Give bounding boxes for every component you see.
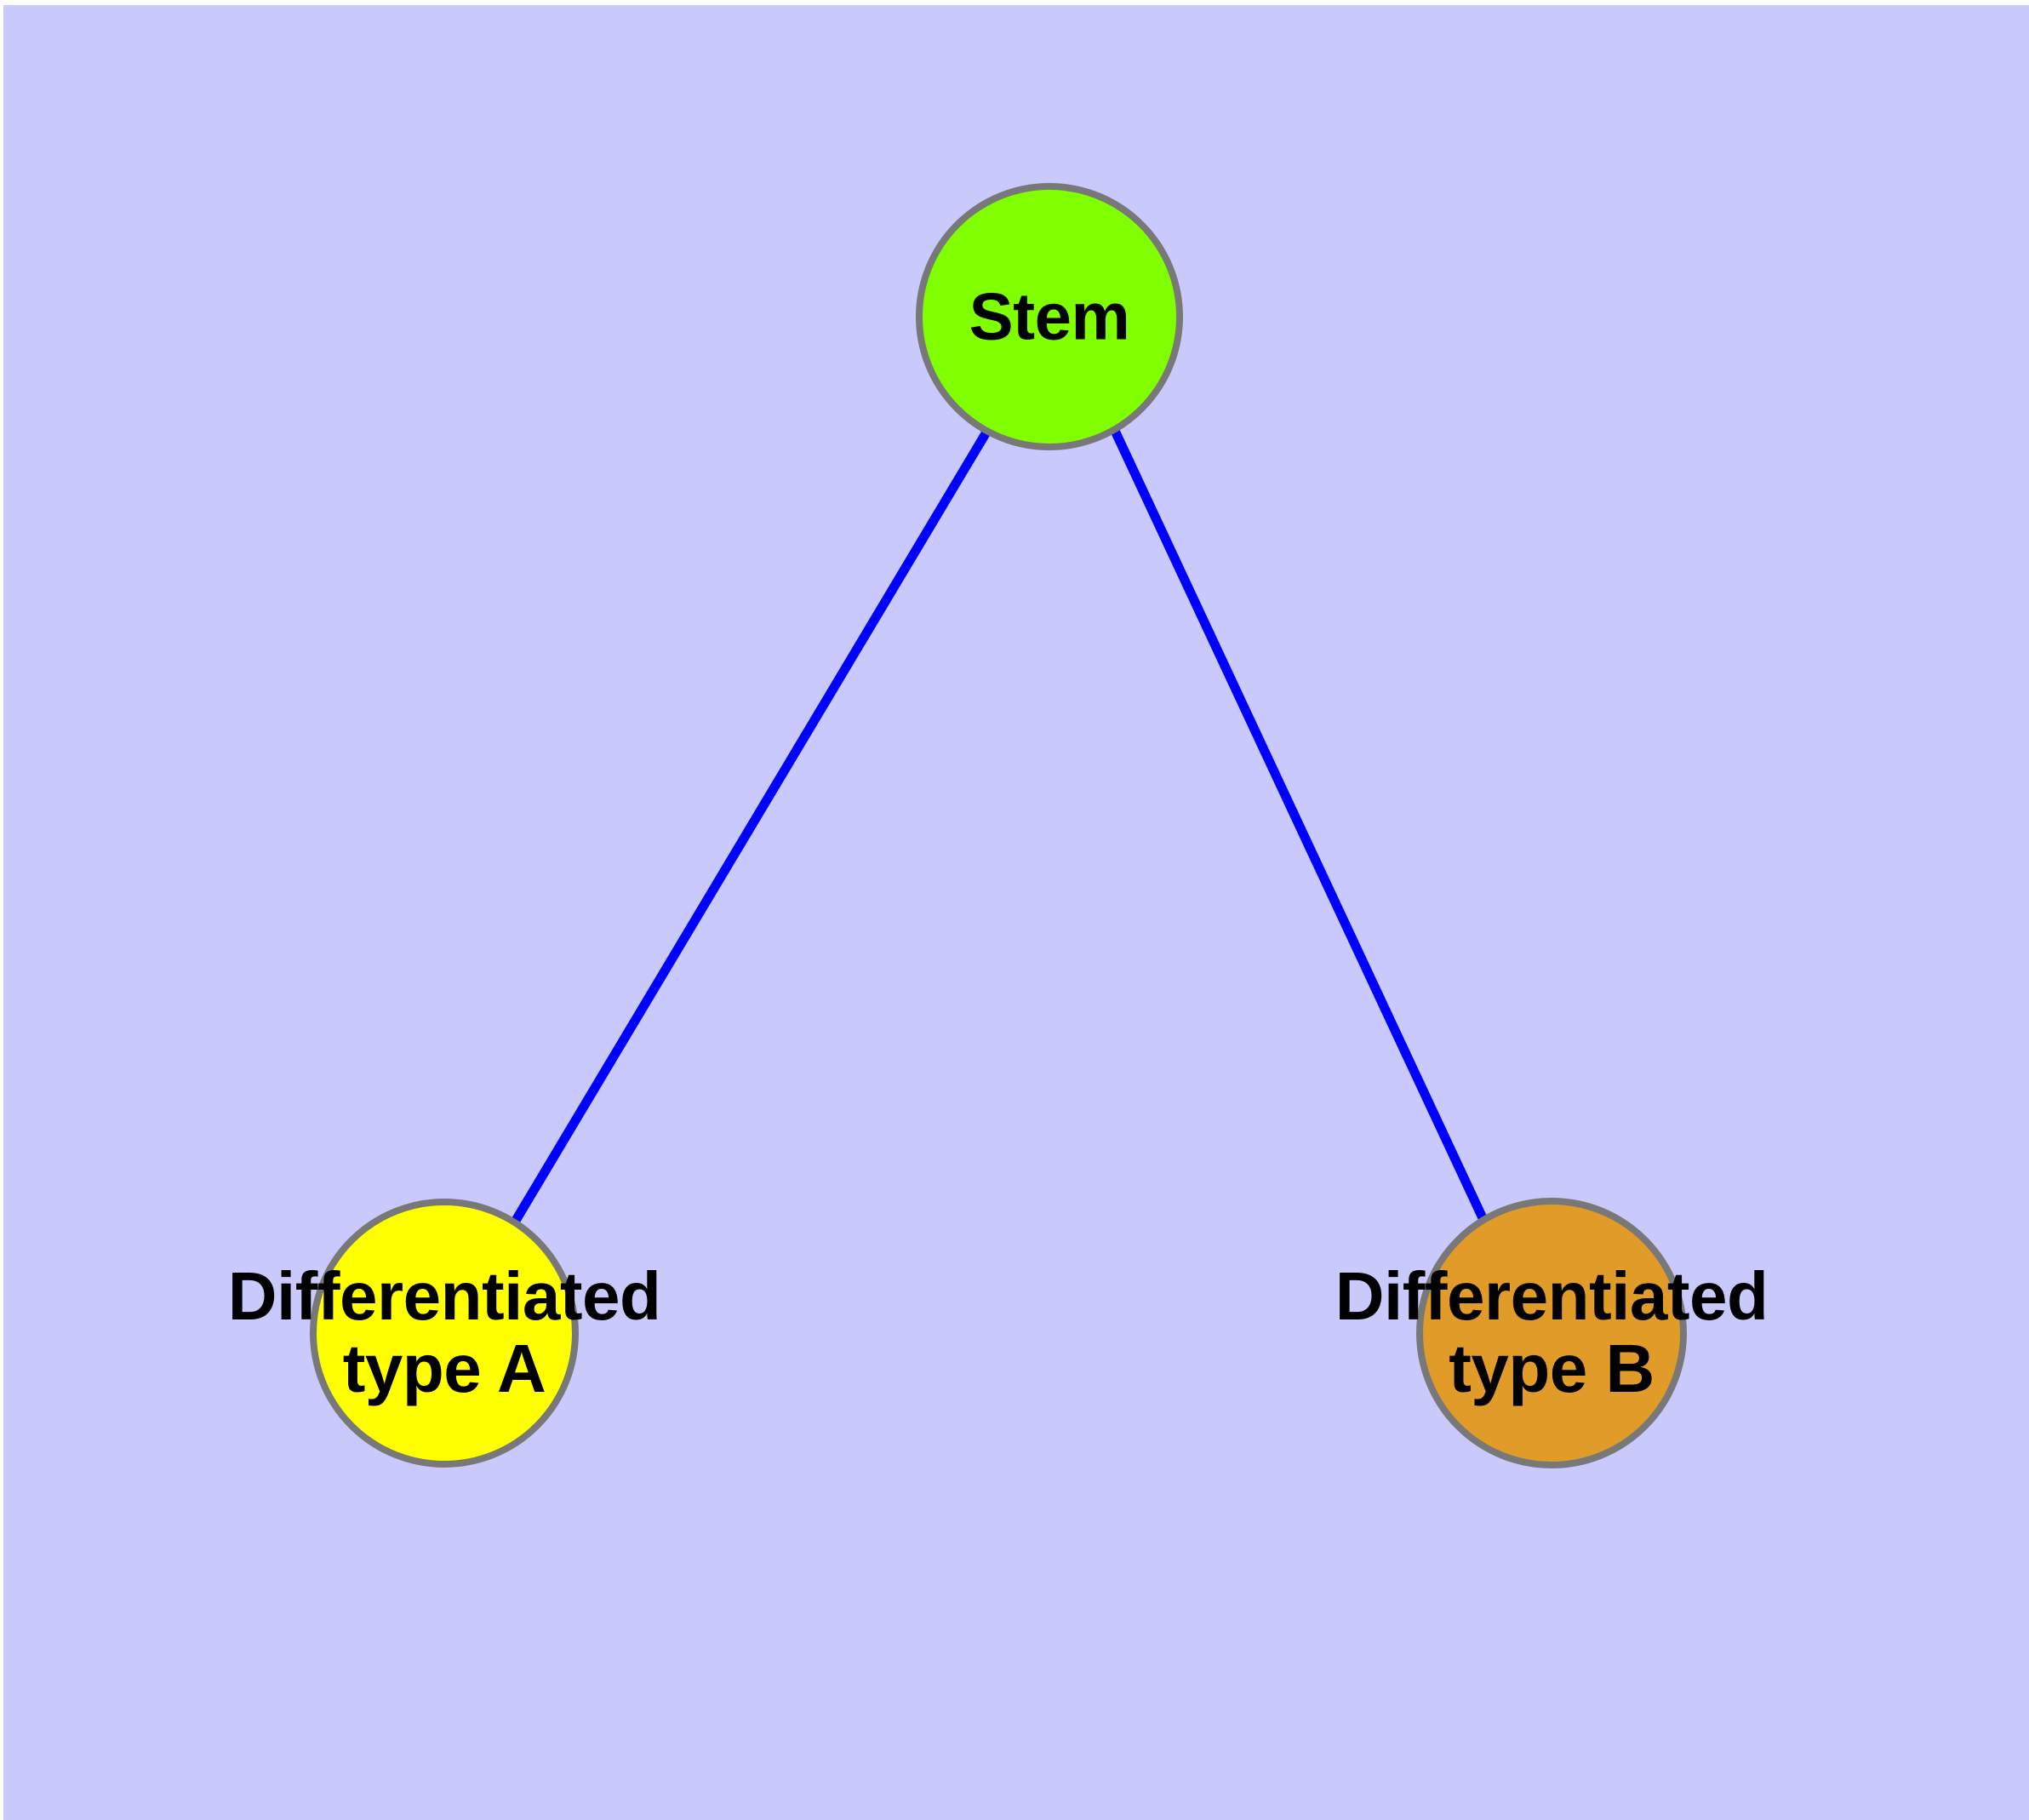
- graph-plot-area: Stem Differentiated type A Differentiate…: [3, 5, 2029, 1820]
- node-layer: [310, 183, 1687, 1468]
- node-differentiated-type-b[interactable]: [1416, 1198, 1687, 1468]
- edge-layer: [510, 428, 1489, 1226]
- graph-svg: [310, 183, 1687, 1468]
- node-differentiated-type-a[interactable]: [310, 1199, 579, 1468]
- node-stem[interactable]: [916, 183, 1183, 450]
- edge-stem-to-differentiated-type-a: [510, 428, 992, 1226]
- edge-stem-to-differentiated-type-b: [1111, 428, 1489, 1224]
